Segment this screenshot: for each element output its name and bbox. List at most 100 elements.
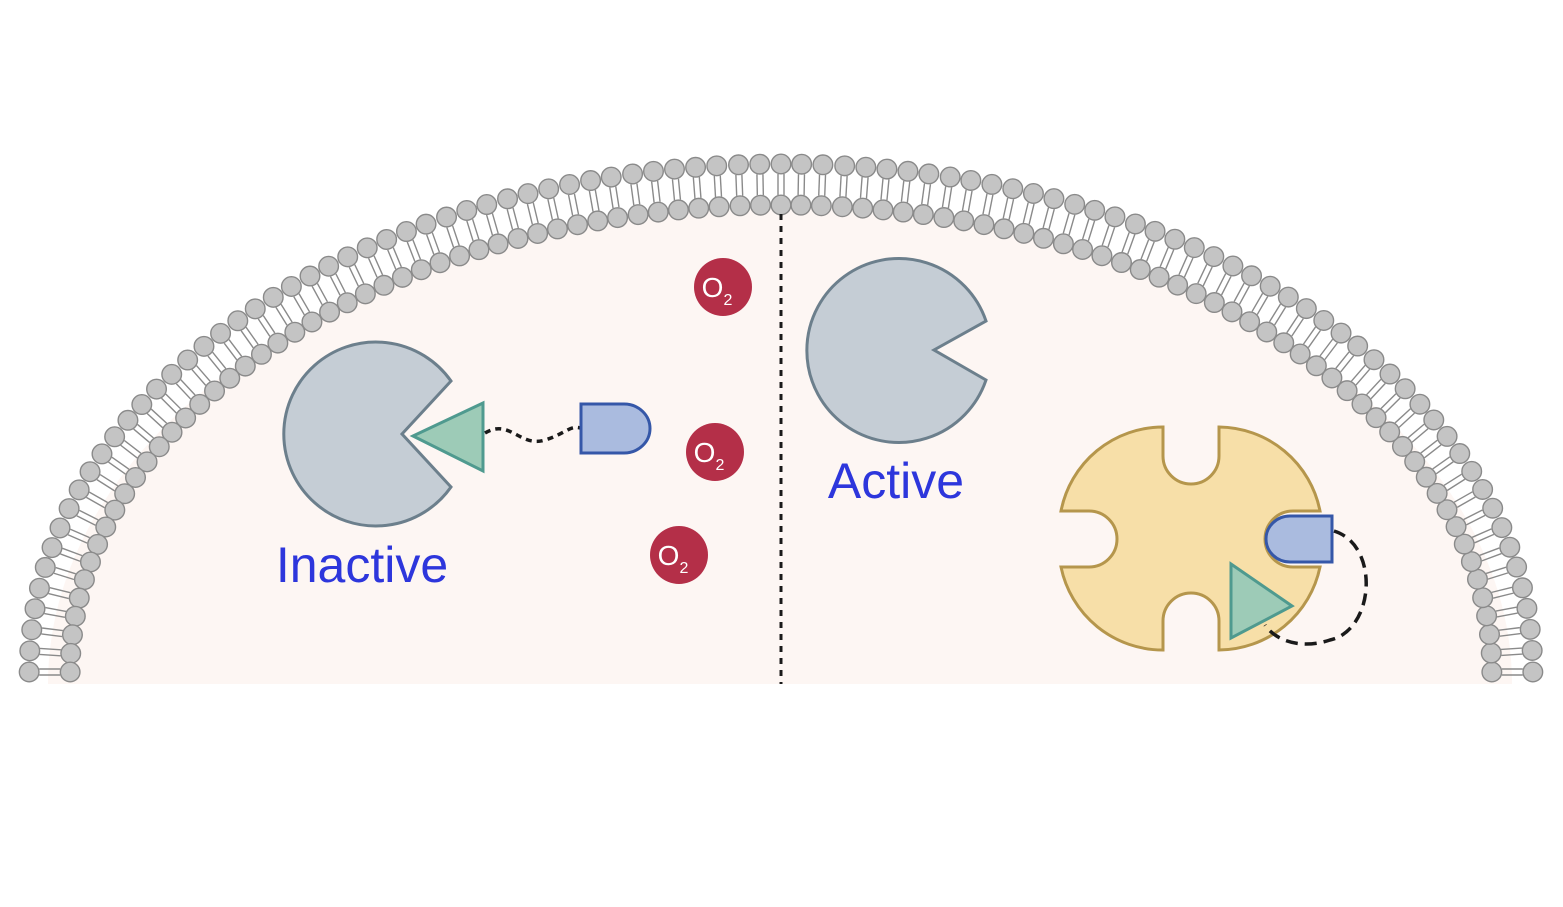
lipid-head xyxy=(1256,321,1278,343)
lipid-tail xyxy=(86,496,105,509)
lipid-tail xyxy=(41,633,63,638)
lipid-head xyxy=(19,640,41,662)
lipid-tail xyxy=(55,566,76,575)
lipid-head xyxy=(1347,335,1369,357)
lipid-tail xyxy=(1485,566,1507,575)
lipid-head xyxy=(507,227,529,249)
lipid-tail xyxy=(133,428,151,444)
lipid-tail xyxy=(1324,342,1338,361)
lipid-head xyxy=(1461,460,1483,482)
lipid-head xyxy=(642,160,664,182)
oxygen-symbol: O xyxy=(658,540,680,571)
lipid-head xyxy=(1221,301,1243,323)
lipid-head xyxy=(21,619,43,641)
lipid-tail xyxy=(425,234,435,255)
lipid-bilayer-membrane xyxy=(18,153,1544,683)
lipid-tail xyxy=(195,365,211,382)
lipid-head xyxy=(912,204,934,226)
lipid-head xyxy=(1148,266,1170,288)
lipid-tail xyxy=(329,276,341,296)
lipid-tail xyxy=(111,456,130,470)
lipid-tail xyxy=(1471,528,1492,538)
lipid-head xyxy=(161,363,183,385)
lipid-head xyxy=(1167,274,1189,296)
lipid-head xyxy=(600,166,622,188)
lipid-head xyxy=(750,194,772,216)
lipid-head xyxy=(546,218,568,240)
lipid-tail xyxy=(1220,275,1232,296)
lipid-head xyxy=(1032,227,1054,249)
lipid-head xyxy=(1064,193,1086,215)
lipid-head xyxy=(68,479,90,501)
lipid-tail xyxy=(1238,285,1251,305)
lipid-tail xyxy=(1215,273,1227,293)
lipid-head xyxy=(981,173,1003,195)
lipid-tail xyxy=(1202,266,1213,287)
lipid-head xyxy=(587,210,609,232)
lipid-tail xyxy=(947,187,953,209)
lipid-tail xyxy=(96,479,115,492)
lipid-tail xyxy=(406,241,416,262)
inhibitor-triangle xyxy=(409,400,485,474)
lipid-tail xyxy=(1435,461,1454,475)
lipid-tail xyxy=(1291,318,1304,337)
lipid-tail xyxy=(280,303,293,323)
lipid-head xyxy=(1423,409,1445,431)
lipid-head xyxy=(1203,292,1225,314)
oxygen-symbol: O xyxy=(694,437,716,468)
lipid-head xyxy=(933,207,955,229)
lipid-head xyxy=(607,207,629,229)
lipid-tail xyxy=(692,177,696,199)
lipid-tail xyxy=(1335,351,1350,369)
lipid-tail xyxy=(1370,382,1386,400)
lipid-tail xyxy=(1145,241,1155,262)
lipid-head xyxy=(161,421,183,443)
lipid-tail xyxy=(1068,214,1076,236)
lipid-head xyxy=(770,194,792,216)
lipid-head xyxy=(517,183,539,205)
lipid-head xyxy=(834,155,856,177)
lipid-tail xyxy=(212,351,227,370)
lipid-tail xyxy=(1178,255,1189,276)
lipid-head xyxy=(410,259,432,281)
lipid-tail xyxy=(1384,397,1401,414)
lipid-head xyxy=(728,154,750,176)
lipid-tail xyxy=(1022,202,1029,224)
lipid-tail xyxy=(1446,478,1466,492)
lipid-head xyxy=(1394,378,1416,400)
lipid-head xyxy=(146,378,168,400)
lipid-head xyxy=(1522,661,1544,683)
lipid-tail xyxy=(1463,509,1483,521)
lipid-tail xyxy=(60,553,81,562)
lipid-tail xyxy=(1487,572,1509,580)
lipid-head xyxy=(468,239,490,261)
lipid-head xyxy=(918,163,940,185)
lipid-tail xyxy=(1496,612,1518,618)
lipid-head xyxy=(1363,349,1385,371)
lipid-head xyxy=(1091,245,1113,267)
lipid-head xyxy=(749,153,771,175)
label-inactive: Inactive xyxy=(276,537,448,593)
lipid-tail xyxy=(146,412,164,429)
lipid-tail xyxy=(824,174,827,196)
lipid-head xyxy=(1476,605,1498,627)
lipid-tail xyxy=(1479,547,1500,556)
lipid-tail xyxy=(298,293,311,313)
lipid-tail xyxy=(1140,239,1150,260)
lipid-tail xyxy=(698,176,702,199)
lipid-head xyxy=(204,380,226,402)
lipid-tail xyxy=(839,175,842,197)
lipid-tail xyxy=(137,423,155,439)
lipid-head xyxy=(189,393,211,415)
lipid-head xyxy=(1404,451,1426,473)
lipid-tail xyxy=(1268,303,1282,323)
lipid-head xyxy=(876,158,898,180)
lipid-head xyxy=(667,199,689,221)
lipid-head xyxy=(177,349,199,371)
lipid-head xyxy=(1110,252,1132,274)
lipid-head xyxy=(280,275,302,297)
lipid-tail xyxy=(859,176,863,198)
lipid-tail xyxy=(62,547,83,557)
lipid-tail xyxy=(961,189,967,211)
lipid-tail xyxy=(512,207,520,229)
